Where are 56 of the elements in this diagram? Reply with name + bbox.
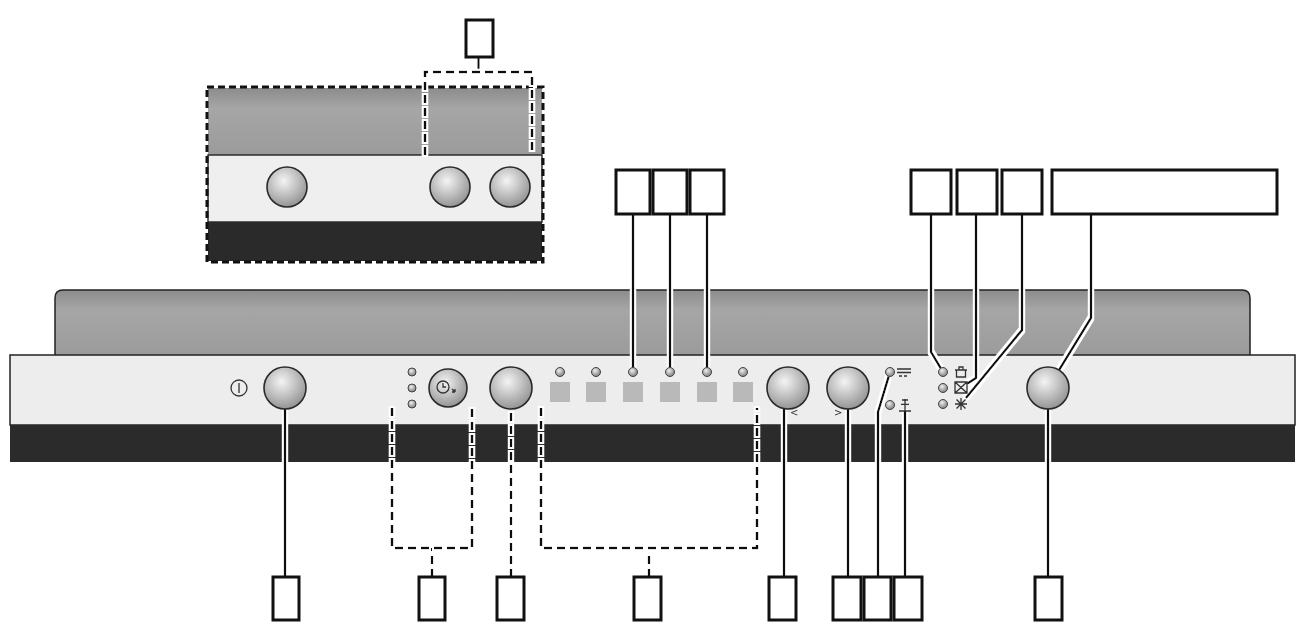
round-button xyxy=(766,366,810,410)
round-button xyxy=(263,366,307,410)
led-icon xyxy=(938,367,948,377)
leader-line xyxy=(903,411,907,577)
callout-box xyxy=(614,168,652,216)
callout-box xyxy=(495,575,526,622)
cross-bar-icon xyxy=(898,398,912,412)
round-button xyxy=(429,166,471,208)
leader-line xyxy=(1057,214,1093,371)
leader-line xyxy=(966,214,978,385)
round-button xyxy=(489,366,533,410)
leader-line xyxy=(477,57,480,72)
dashed-leader-line xyxy=(647,548,651,577)
crossed-box-icon xyxy=(954,381,968,394)
leader-line xyxy=(846,409,850,577)
leader-line xyxy=(631,214,635,368)
leader-line xyxy=(668,214,672,368)
key-label: > xyxy=(834,408,843,418)
leader-line xyxy=(705,214,709,368)
leader-line xyxy=(876,375,890,577)
dashed-leader-line xyxy=(430,548,434,577)
dashed-bracket xyxy=(423,70,534,155)
round-button xyxy=(489,166,531,208)
leader-line xyxy=(929,214,942,369)
leader-line xyxy=(1046,409,1050,577)
round-button xyxy=(826,366,870,410)
led-icon xyxy=(665,367,675,377)
led-icon xyxy=(702,367,712,377)
callout-box xyxy=(909,168,953,216)
callout-box xyxy=(955,168,999,216)
callout-box xyxy=(767,575,798,622)
callout-box xyxy=(862,575,893,622)
leader-line xyxy=(964,214,1024,399)
leader-line xyxy=(782,408,786,577)
callout-box xyxy=(688,168,726,216)
key-label: < xyxy=(790,408,799,418)
callout-box xyxy=(1000,168,1044,216)
callout-box xyxy=(1033,575,1064,622)
led-icon xyxy=(885,367,895,377)
round-button xyxy=(428,368,468,408)
led-icon xyxy=(628,367,638,377)
dashed-bracket xyxy=(539,408,759,550)
star-icon xyxy=(954,397,968,411)
panel-detail-drawing xyxy=(205,85,545,264)
callout-box xyxy=(632,575,663,622)
callout-box xyxy=(651,168,689,216)
leader-line xyxy=(283,409,287,577)
round-button xyxy=(266,166,308,208)
dashed-bracket xyxy=(390,408,474,550)
round-button xyxy=(1026,366,1070,410)
callout-box xyxy=(1050,168,1279,216)
callout-box xyxy=(417,575,447,622)
callout-box xyxy=(892,575,924,622)
callout-box xyxy=(464,18,495,59)
callout-box xyxy=(831,575,863,622)
callout-box xyxy=(271,575,301,622)
